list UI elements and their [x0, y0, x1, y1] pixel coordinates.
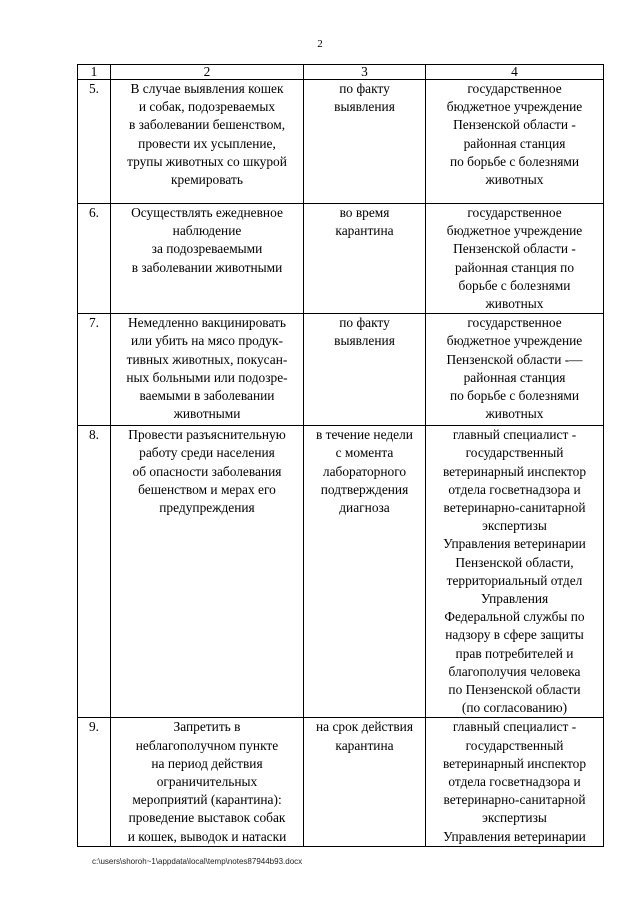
row-term: в течение недели с момента лабораторного…	[303, 425, 426, 719]
row-term: по факту выявления	[303, 313, 426, 427]
header-cell-1: 1	[77, 64, 111, 80]
table-row: 6. Осуществлять ежедневное наблюдение за…	[77, 202, 604, 315]
row-number: 7.	[77, 313, 111, 427]
row-responsible: государственное бюджетное учреждение Пен…	[425, 202, 604, 315]
row-action: Немедленно вакцинировать или убить на мя…	[110, 313, 304, 427]
row-responsible: главный специалист - государственный вет…	[425, 717, 604, 847]
header-cell-2: 2	[110, 64, 304, 80]
table-row: 7. Немедленно вакцинировать или убить на…	[77, 313, 604, 427]
row-action: В случае выявления кошек и собак, подозр…	[110, 79, 304, 204]
row-responsible: государственное бюджетное учреждение Пен…	[425, 79, 604, 204]
page-number: 2	[317, 38, 323, 50]
row-number: 8.	[77, 425, 111, 719]
row-action: Осуществлять ежедневное наблюдение за по…	[110, 202, 304, 315]
measures-table: 1 2 3 4 5. В случае выявления кошек и со…	[77, 64, 604, 847]
table-row: 8. Провести разъяснительную работу среди…	[77, 425, 604, 719]
table-row: 9. Запретить в неблагополучном пункте на…	[77, 717, 604, 847]
table-header-row: 1 2 3 4	[77, 64, 604, 80]
header-cell-3: 3	[303, 64, 426, 80]
row-term: во время карантина	[303, 202, 426, 315]
row-number: 9.	[77, 717, 111, 847]
table-row: 5. В случае выявления кошек и собак, под…	[77, 79, 604, 204]
row-responsible: главный специалист - государственный вет…	[425, 425, 604, 719]
row-term: на срок действия карантина	[303, 717, 426, 847]
row-number: 6.	[77, 202, 111, 315]
row-term: по факту выявления	[303, 79, 426, 204]
header-cell-4: 4	[425, 64, 604, 80]
row-action: Провести разъяснительную работу среди на…	[110, 425, 304, 719]
row-responsible: государственное бюджетное учреждение Пен…	[425, 313, 604, 427]
row-number: 5.	[77, 79, 111, 204]
row-action: Запретить в неблагополучном пункте на пе…	[110, 717, 304, 847]
document-file-path: c:\users\shoroh~1\appdata\local\temp\not…	[92, 857, 303, 866]
